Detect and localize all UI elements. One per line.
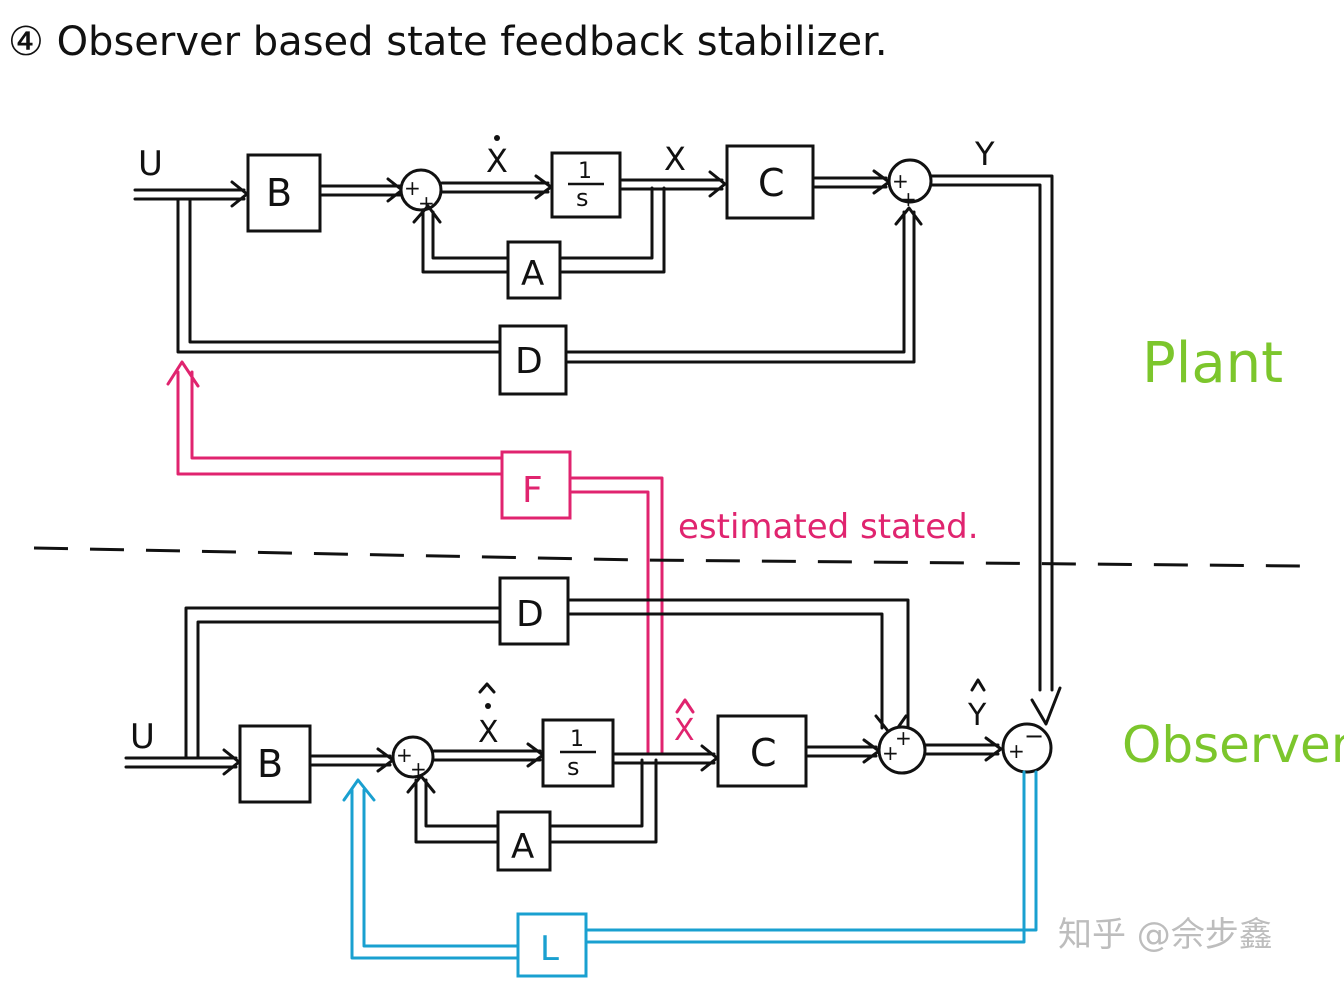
plant-d-block (498, 324, 568, 396)
plant-sum2-sign-bottom: + (900, 187, 917, 211)
plant-observer-separator (33, 546, 1305, 568)
plant-y-into-compare-arrow (1030, 686, 1062, 726)
plant-d-wire (176, 197, 923, 364)
plant-xdot-label: X (486, 142, 508, 180)
observer-sum2 (877, 725, 927, 775)
plant-section: U B + + X 1 s X C + + Y (133, 135, 1283, 692)
diagram-title: ④ Observer based state feedback stabiliz… (8, 19, 888, 65)
plant-input-label: U (138, 144, 163, 184)
observer-c-label: C (750, 731, 777, 775)
observer-l-wire (342, 770, 1038, 960)
observer-section: U D B + + X 1 s X C (124, 576, 1344, 978)
observer-c-block (716, 714, 808, 788)
plant-sum2-sign-left: + (892, 169, 909, 193)
observer-section-label: Observer (1122, 716, 1344, 774)
observer-d-label: D (516, 594, 544, 635)
observer-sum2-sign-left: + (882, 741, 899, 765)
feedback-note: estimated stated. (678, 507, 979, 547)
observer-compare-sign-minus: − (1024, 722, 1044, 750)
observer-b-block (238, 724, 312, 804)
observer-sum1 (391, 735, 435, 779)
observer-sum-to-compare-wire (923, 736, 1003, 762)
plant-y-label: Y (974, 135, 995, 173)
plant-sum1-sign-left: + (404, 176, 421, 200)
feedback-wire (166, 360, 664, 754)
plant-int-to-c-wire (620, 170, 727, 198)
observer-a-label: A (511, 827, 534, 867)
state-feedback-path: F estimated stated. (166, 360, 979, 754)
plant-c-block (725, 144, 815, 220)
feedback-f-label: F (522, 470, 543, 511)
observer-c-to-sum-wire (806, 738, 881, 764)
plant-b-label: B (266, 171, 292, 215)
observer-compare-sign-plus: + (1008, 739, 1025, 763)
plant-a-label: A (521, 254, 544, 294)
observer-xhat-hat (675, 698, 695, 714)
observer-l-block (516, 912, 588, 978)
observer-compare-sum (1001, 722, 1053, 774)
observer-sum1-sign-bottom: + (410, 757, 427, 781)
observer-input-label: U (130, 717, 155, 757)
feedback-f-block (500, 450, 572, 520)
observer-integrator-block (541, 718, 615, 788)
observer-xhat-label: X (674, 713, 695, 748)
plant-b-block (246, 153, 322, 233)
observer-l-label: L (540, 929, 559, 969)
plant-b-to-sum-wire (320, 177, 404, 203)
plant-integrator-num: 1 (578, 159, 592, 184)
plant-output-wire (929, 174, 1054, 692)
observer-a-block (496, 810, 552, 872)
plant-d-label: D (515, 341, 543, 382)
observer-d-block (498, 576, 570, 646)
plant-c-to-sum-wire (813, 169, 891, 195)
observer-sum1-sign-left: + (396, 743, 413, 767)
plant-integrator-den: s (576, 184, 589, 212)
observer-yhat-hat (970, 678, 986, 692)
observer-d-wire (184, 598, 910, 760)
observer-b-to-sum-wire (310, 747, 395, 773)
observer-xhatdot-hat (478, 682, 496, 694)
plant-a-loop-wire (412, 186, 666, 274)
plant-x-label: X (664, 140, 686, 178)
observer-a-loop-wire (406, 758, 658, 844)
observer-xhatdot-label: X (478, 715, 499, 750)
plant-sum2 (887, 158, 933, 204)
observer-yhat-label: Y (967, 698, 987, 733)
observer-b-label: B (257, 742, 283, 786)
plant-a-block (506, 240, 562, 300)
plant-c-label: C (758, 161, 785, 205)
plant-section-label: Plant (1142, 331, 1283, 396)
observer-integrator-den: s (567, 753, 580, 781)
observer-sum2-sign-top: + (895, 726, 912, 750)
plant-sum1 (399, 168, 443, 212)
plant-xdot-dot (494, 135, 500, 141)
observer-integrator-num: 1 (570, 727, 584, 752)
observer-int-to-c-wire (613, 744, 719, 772)
observer-xhatdot-dot (485, 703, 491, 709)
watermark: 知乎 @佘步鑫 (1058, 915, 1273, 955)
